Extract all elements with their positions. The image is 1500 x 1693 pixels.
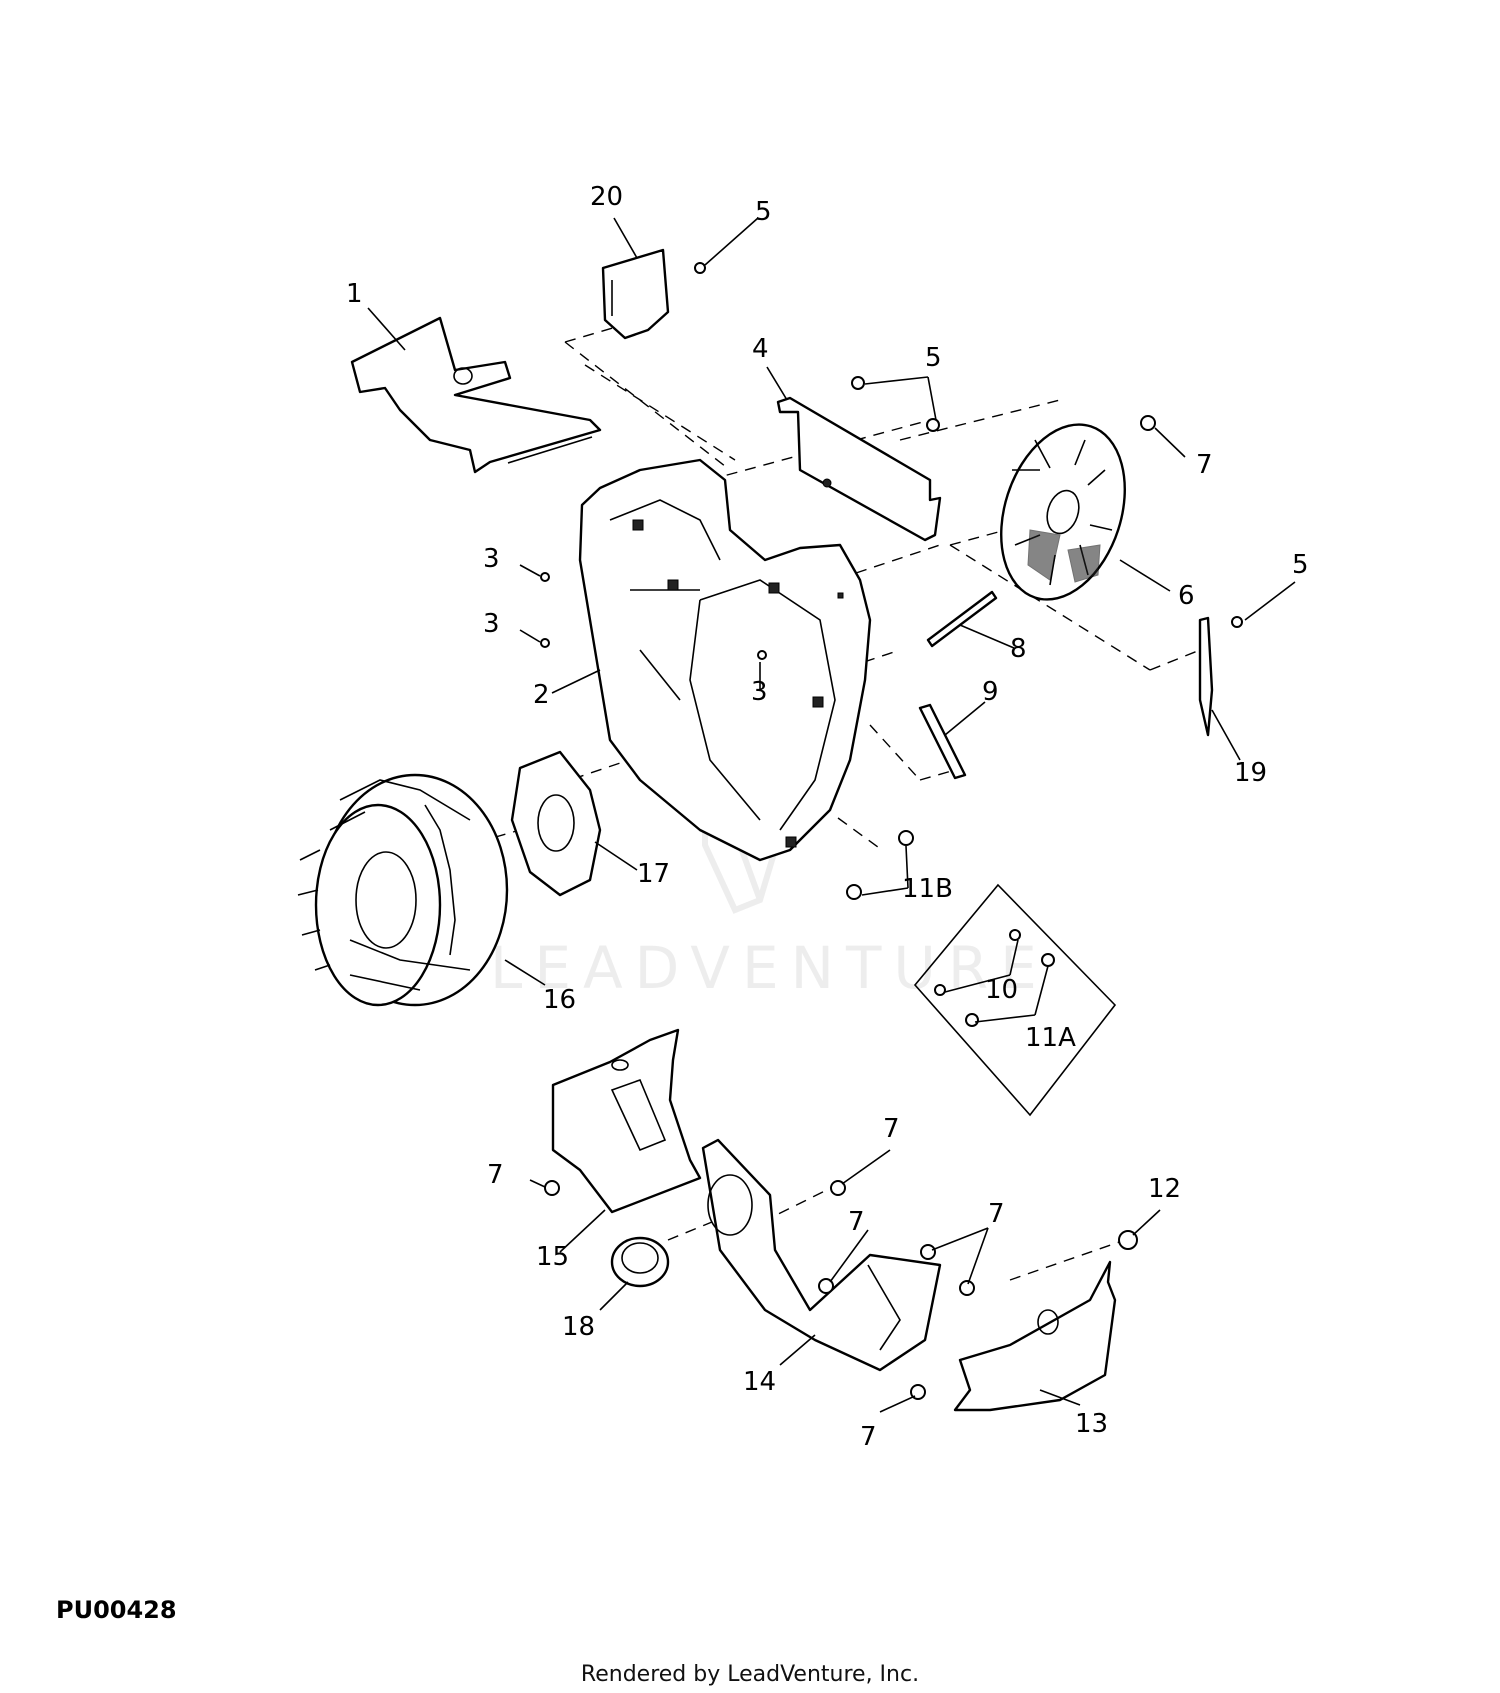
callout-7-bottom: 7	[860, 1422, 877, 1452]
callout-7-right: 7	[988, 1199, 1005, 1229]
part-11b-screws	[846, 830, 914, 900]
callout-13: 13	[1075, 1409, 1108, 1439]
callout-1: 1	[346, 279, 363, 309]
callout-5-top: 5	[755, 197, 772, 227]
leader-lines	[367, 217, 1296, 1413]
part-20-cover	[601, 248, 670, 340]
callout-17: 17	[637, 859, 670, 889]
callout-7-top: 7	[1196, 450, 1213, 480]
part-14-bracket	[701, 1138, 942, 1372]
part-18-ring	[610, 1236, 670, 1288]
part-8-rod	[926, 590, 998, 648]
callout-20: 20	[590, 182, 623, 212]
callout-7-center: 7	[848, 1207, 865, 1237]
inset-box-10-11a	[913, 883, 1117, 1117]
part-19-plate	[1198, 616, 1214, 737]
callout-11a: 11A	[1025, 1023, 1076, 1053]
callout-labels: 1 20 5 4 5 7 5 6 3 3 3 2 8 9 19 17 11B 1…	[346, 182, 1309, 1452]
callout-8: 8	[1010, 634, 1027, 664]
part-12-cap	[1118, 1230, 1138, 1250]
callout-5-right: 5	[1292, 550, 1309, 580]
callout-14: 14	[743, 1367, 776, 1397]
callout-18: 18	[562, 1312, 595, 1342]
callout-3-a: 3	[483, 544, 500, 574]
callout-3-c: 3	[751, 677, 768, 707]
part-13-cover	[953, 1260, 1117, 1412]
figure-id: PU00428	[56, 1596, 177, 1624]
callout-6: 6	[1178, 581, 1195, 611]
callout-15: 15	[536, 1242, 569, 1272]
part-6-fan-screen	[1000, 423, 1126, 601]
part-4-plate	[776, 396, 942, 542]
callout-9: 9	[982, 677, 999, 707]
callout-3-b: 3	[483, 609, 500, 639]
part-17-plate	[510, 750, 602, 897]
callout-16: 16	[543, 985, 576, 1015]
callout-7-center-top: 7	[883, 1114, 900, 1144]
part-9-bracket	[918, 703, 967, 780]
part-5-screws	[694, 262, 1243, 628]
callout-7-left: 7	[487, 1160, 504, 1190]
render-credit: Rendered by LeadVenture, Inc.	[580, 1662, 920, 1687]
part-16-flywheel	[297, 773, 509, 1007]
part-15-shroud	[551, 1028, 702, 1214]
part-2-blower-housing	[578, 458, 872, 862]
callout-12: 12	[1148, 1174, 1181, 1204]
callout-5-mid: 5	[925, 343, 942, 373]
callout-4: 4	[752, 334, 769, 364]
part-1-heat-shield	[350, 316, 602, 474]
callout-19: 19	[1234, 758, 1267, 788]
part-7-screw-top	[1140, 415, 1156, 431]
part-3-screws	[540, 572, 767, 660]
callout-10: 10	[985, 975, 1018, 1005]
callout-2: 2	[533, 680, 550, 710]
callout-11b: 11B	[902, 874, 953, 904]
